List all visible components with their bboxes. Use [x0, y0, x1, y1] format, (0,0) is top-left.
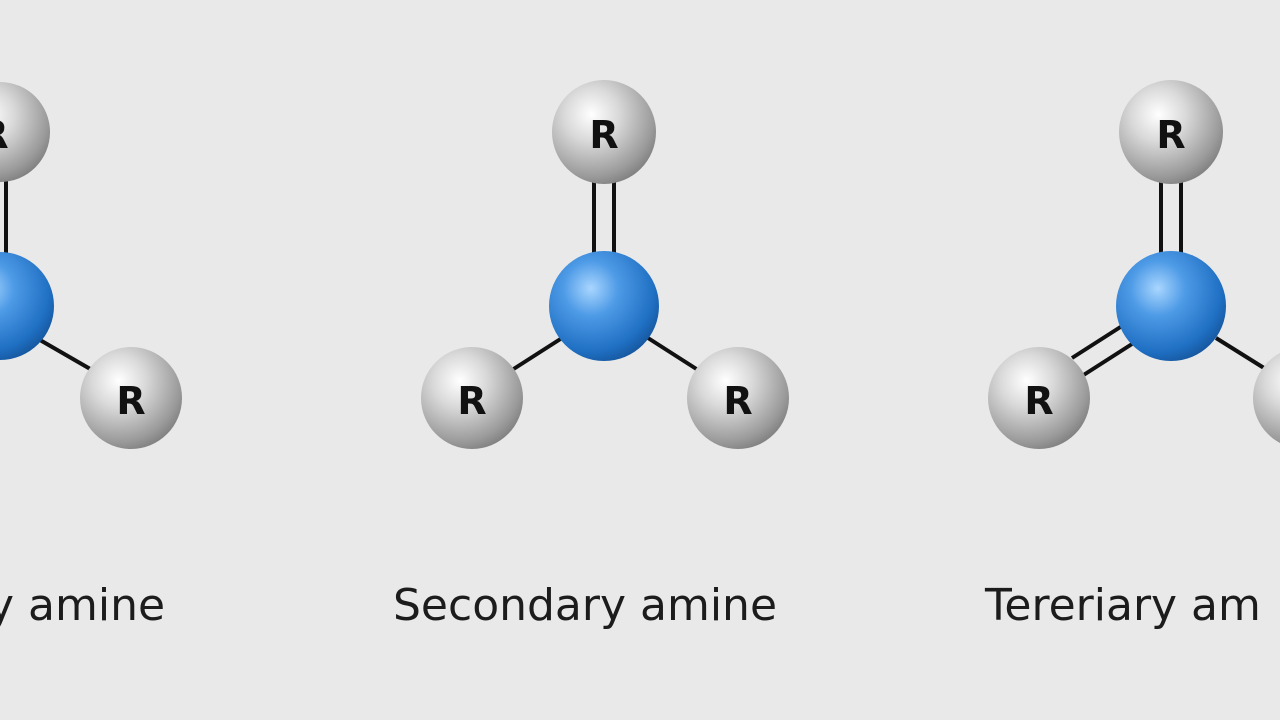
r-atom-center-right [687, 347, 789, 449]
caption-right: Tereriary am [985, 580, 1261, 631]
r-label-center-right: R [723, 379, 752, 423]
r-atom-center-left [421, 347, 523, 449]
bond-right-left-a [1070, 324, 1124, 360]
bond-right-right [1214, 336, 1266, 370]
r-label-center-left: R [457, 379, 486, 423]
r-atom-center-top [552, 80, 656, 184]
r-label-right-left: R [1024, 379, 1053, 423]
molecule-right: R R [988, 80, 1280, 449]
r-atom-right-top [1119, 80, 1223, 184]
r-atom-right-left [988, 347, 1090, 449]
r-atom-left-right [80, 347, 182, 449]
r-label-left-top: R [0, 113, 9, 157]
molecule-center: R R R [421, 80, 789, 449]
bond-center-right [646, 336, 700, 372]
bond-left-right [39, 338, 93, 372]
bond-right-left-b [1080, 342, 1134, 378]
r-label-right-top: R [1156, 113, 1185, 157]
nitrogen-atom-center [549, 251, 659, 361]
caption-left: y amine [0, 580, 166, 631]
r-label-center-top: R [589, 113, 618, 157]
caption-secondary-amine: Secondary amine [393, 580, 778, 631]
r-atom-right-right [1253, 353, 1280, 443]
molecule-left: R R [0, 82, 182, 449]
nitrogen-atom-right [1116, 251, 1226, 361]
r-atom-left-top [0, 82, 50, 182]
nitrogen-atom-left [0, 252, 54, 360]
bond-center-left [510, 336, 564, 372]
r-label-left-right: R [116, 379, 145, 423]
